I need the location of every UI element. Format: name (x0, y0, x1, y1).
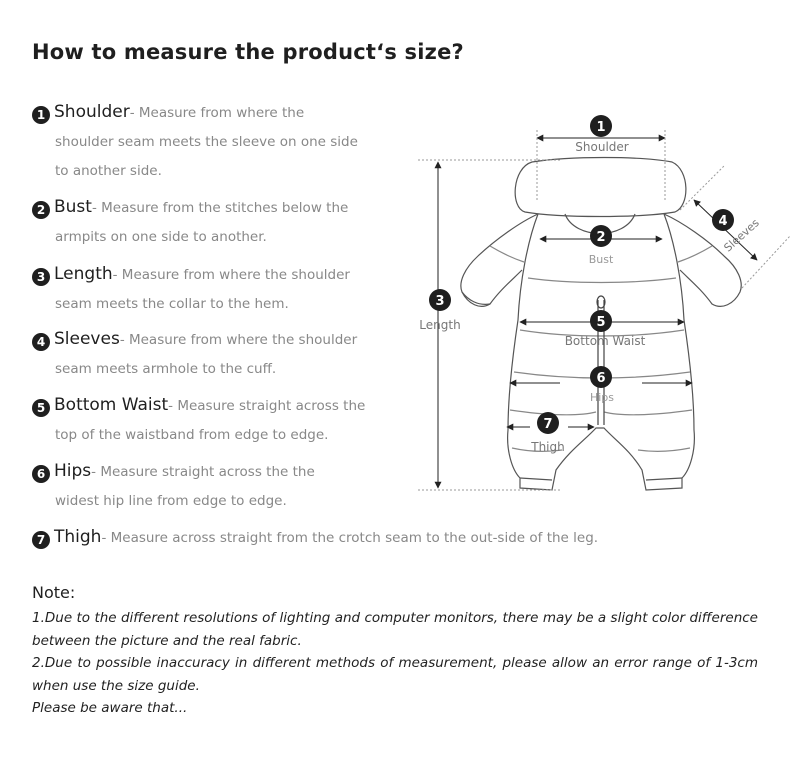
note-title: Note: (32, 583, 76, 602)
label-hips: Hips (590, 391, 614, 404)
measure-item-thigh: 7 Thigh - Measure across straight from t… (32, 526, 772, 549)
measure-item-shoulder: 1 Shoulder - Measure from where the shou… (32, 101, 407, 186)
measurement-lines (418, 130, 790, 491)
item-description-rest: shoulder seam meets the sleeve on one si… (55, 134, 358, 179)
item-description-rest: seam meets armhole to the cuff. (55, 361, 277, 377)
item-name: Bottom Waist (54, 395, 169, 415)
svg-text:3: 3 (435, 294, 444, 309)
item-description-rest: top of the waistband from edge to edge. (55, 427, 329, 443)
label-bottom-waist: Bottom Waist (565, 334, 646, 348)
marker-1: 1 (590, 115, 612, 137)
item-name: Sleeves (54, 329, 120, 349)
measure-item-bottom-waist: 5 Bottom Waist - Measure straight across… (32, 394, 407, 450)
item-description-first: - Measure from where the (129, 105, 305, 121)
measure-item-bust: 2 Bust - Measure from the stitches below… (32, 196, 407, 252)
marker-3: 3 (429, 289, 451, 311)
item-name: Hips (54, 461, 92, 481)
note-line-3: Please be aware that... (32, 700, 188, 716)
item-description-rest: seam meets the collar to the hem. (55, 296, 289, 312)
page-title: How to measure the product‘s size? (32, 40, 464, 64)
label-sleeves: Sleeves (721, 216, 762, 254)
number-badge: 4 (32, 333, 50, 351)
item-description-first: - Measure across straight from the crotc… (101, 530, 599, 546)
item-description-rest: widest hip line from edge to edge. (55, 493, 287, 509)
svg-text:7: 7 (543, 417, 552, 432)
item-name: Length (54, 264, 113, 284)
marker-7: 7 (537, 412, 559, 434)
svg-text:1: 1 (596, 120, 605, 135)
marker-6: 6 (590, 366, 612, 388)
number-badge: 5 (32, 399, 50, 417)
note-line-2: 2.Due to possible inaccuracy in differen… (32, 655, 758, 694)
romper-outline (460, 156, 742, 491)
label-length: Length (419, 318, 460, 332)
item-description-first: - Measure from the stitches below the (91, 200, 349, 216)
marker-4: 4 (712, 209, 734, 231)
item-description-first: - Measure from where the shoulder (112, 267, 350, 283)
item-description-first: - Measure from where the shoulder (119, 332, 358, 348)
svg-text:6: 6 (596, 371, 605, 386)
item-name: Shoulder (54, 102, 130, 122)
label-shoulder: Shoulder (575, 140, 629, 154)
number-badge: 1 (32, 106, 50, 124)
number-badge: 2 (32, 201, 50, 219)
measure-item-sleeves: 4 Sleeves - Measure from where the shoul… (32, 328, 407, 384)
measure-item-hips: 6 Hips - Measure straight across the the… (32, 460, 407, 516)
note-body: 1.Due to the different resolutions of li… (32, 607, 758, 720)
marker-2: 2 (590, 225, 612, 247)
number-badge: 7 (32, 531, 50, 549)
item-name: Bust (54, 197, 92, 217)
number-badge: 6 (32, 465, 50, 483)
svg-text:5: 5 (596, 315, 605, 330)
item-name: Thigh (54, 527, 102, 547)
item-description-first: - Measure straight across the (168, 398, 366, 414)
item-description-rest: armpits on one side to another. (55, 229, 267, 245)
marker-5: 5 (590, 310, 612, 332)
item-description-first: - Measure straight across the the (91, 464, 315, 480)
svg-text:2: 2 (596, 230, 605, 245)
number-badge: 3 (32, 268, 50, 286)
label-thigh: Thigh (530, 440, 565, 454)
note-line-1: 1.Due to the different resolutions of li… (32, 610, 758, 649)
svg-text:4: 4 (718, 214, 727, 229)
label-bust: Bust (589, 253, 614, 266)
measure-item-length: 3 Length - Measure from where the should… (32, 263, 407, 319)
